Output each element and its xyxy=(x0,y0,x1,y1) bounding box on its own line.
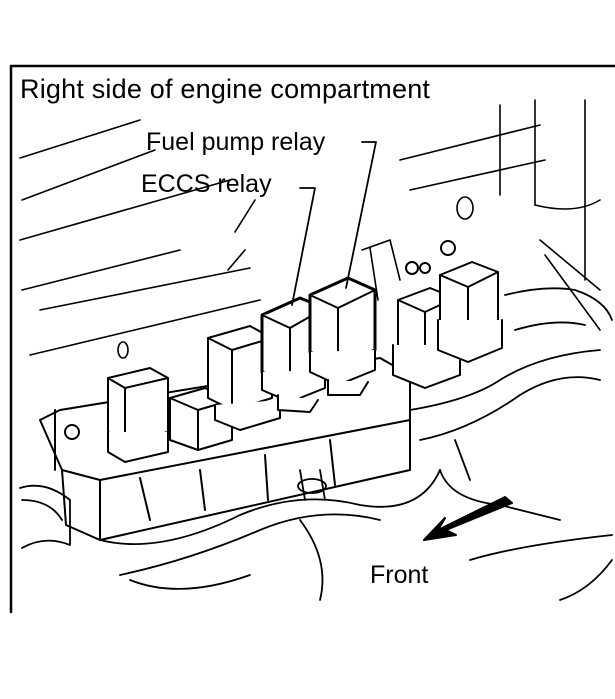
relay-left-tall xyxy=(207,325,281,431)
wiring-harness xyxy=(19,287,613,601)
front-arrow-icon xyxy=(423,496,513,541)
fuel-pump-relay-leader xyxy=(345,141,377,289)
eccs-relay-label: ECCS relay xyxy=(141,170,272,198)
fuel-pump-relay xyxy=(308,276,377,396)
frame-border xyxy=(9,64,615,614)
diagram-title: Right side of engine compartment xyxy=(20,74,431,104)
background-structure xyxy=(19,99,601,359)
relay-right-2 xyxy=(419,240,503,363)
fuel-pump-relay-label: Fuel pump relay xyxy=(146,128,326,156)
front-label: Front xyxy=(370,561,429,589)
eccs-relay-leader xyxy=(291,187,316,306)
relay-small-left xyxy=(107,367,169,463)
relay-block-mid xyxy=(169,387,233,451)
